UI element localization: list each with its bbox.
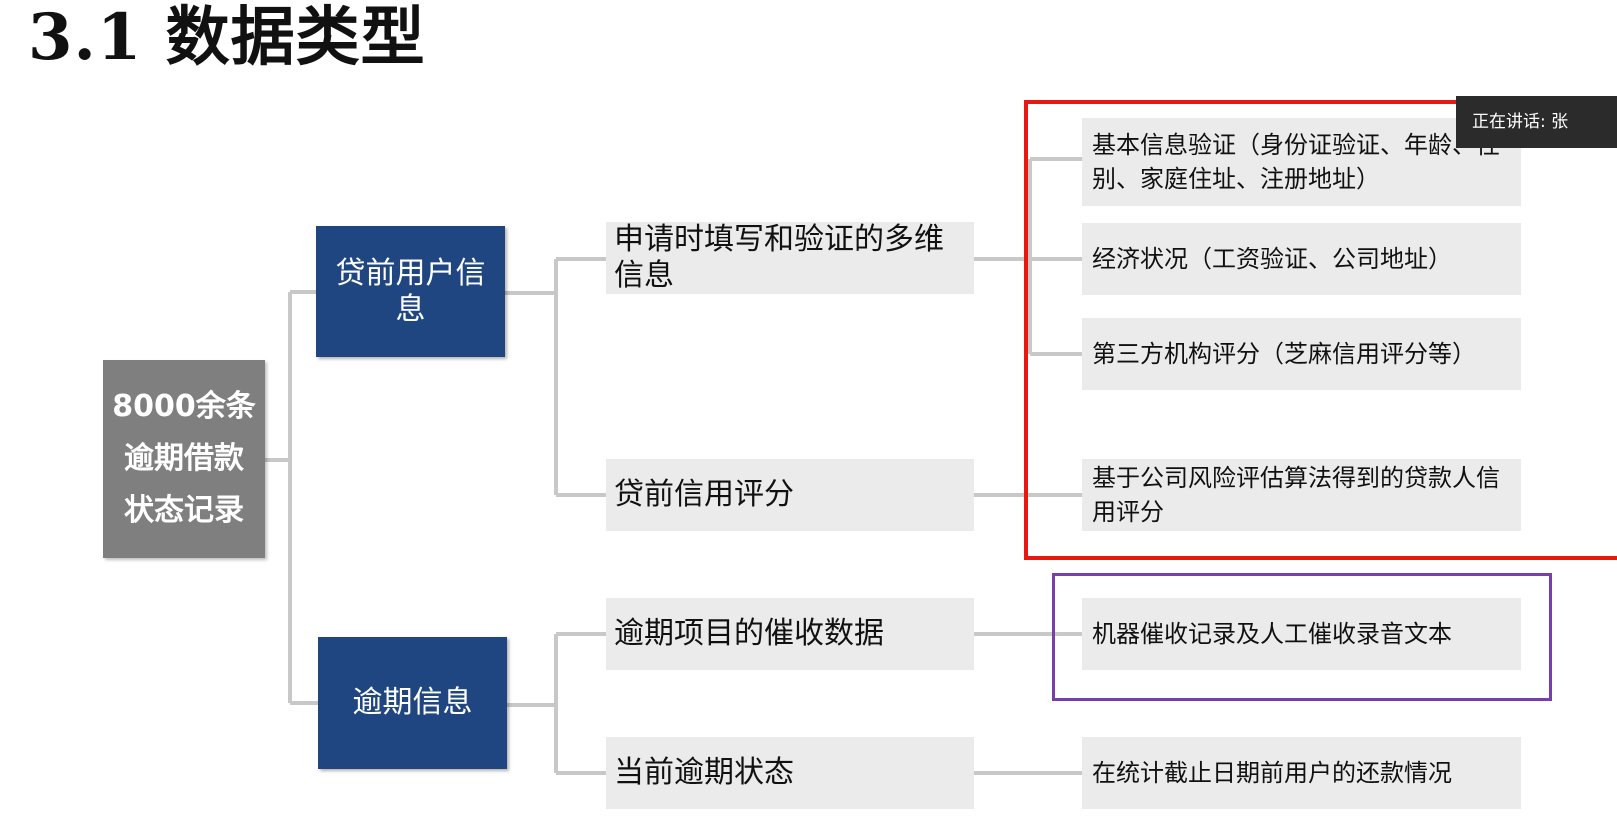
leaf-collection-records-label: 机器催收记录及人工催收录音文本 <box>1092 620 1452 648</box>
leaf-risk-score-label: 基于公司风险评估算法得到的贷款人信用评分 <box>1092 464 1500 526</box>
leaf-repayment: 在统计截止日期前用户的还款情况 <box>1082 737 1521 809</box>
leaf-risk-score: 基于公司风险评估算法得到的贷款人信用评分 <box>1082 459 1521 531</box>
leaf-third-party-label: 第三方机构评分（芝麻信用评分等） <box>1092 340 1476 368</box>
leaf-economic-label: 经济状况（工资验证、公司地址） <box>1092 245 1452 273</box>
leaf-third-party: 第三方机构评分（芝麻信用评分等） <box>1082 318 1521 390</box>
node-credit-score: 贷前信用评分 <box>606 459 974 531</box>
root-line-3: 状态记录 <box>124 493 244 528</box>
category-pre-lending-info: 贷前用户信息 <box>316 226 505 357</box>
leaf-basic-info-label: 基本信息验证（身份证验证、年龄、性别、家庭住址、注册地址） <box>1092 131 1500 193</box>
node-current-status: 当前逾期状态 <box>606 737 974 809</box>
leaf-repayment-label: 在统计截止日期前用户的还款情况 <box>1092 759 1452 787</box>
root-line-2: 逾期借款 <box>124 441 244 476</box>
node-application-info: 申请时填写和验证的多维信息 <box>606 222 974 294</box>
node-collection-data-label: 逾期项目的催收数据 <box>614 616 884 651</box>
leaf-collection-records: 机器催收记录及人工催收录音文本 <box>1082 598 1521 670</box>
root-line-1: 8000余条 <box>112 389 256 424</box>
root-node: 8000余条 逾期借款 状态记录 <box>103 360 265 558</box>
node-application-info-label: 申请时填写和验证的多维信息 <box>614 222 944 293</box>
speaker-badge: 正在讲话: 张 <box>1456 96 1617 148</box>
node-credit-score-label: 贷前信用评分 <box>614 477 794 512</box>
node-current-status-label: 当前逾期状态 <box>614 755 794 790</box>
category-pre-lending-label: 贷前用户信息 <box>335 255 486 327</box>
page-title: 3.1 数据类型 <box>28 0 426 75</box>
purple-highlight-frame <box>1052 573 1552 701</box>
red-highlight-frame <box>1024 100 1617 560</box>
leaf-economic: 经济状况（工资验证、公司地址） <box>1082 223 1521 295</box>
node-collection-data: 逾期项目的催收数据 <box>606 598 974 670</box>
category-overdue-info: 逾期信息 <box>318 637 507 769</box>
leaf-basic-info: 基本信息验证（身份证验证、年龄、性别、家庭住址、注册地址） <box>1082 118 1521 206</box>
category-overdue-label: 逾期信息 <box>352 685 473 720</box>
